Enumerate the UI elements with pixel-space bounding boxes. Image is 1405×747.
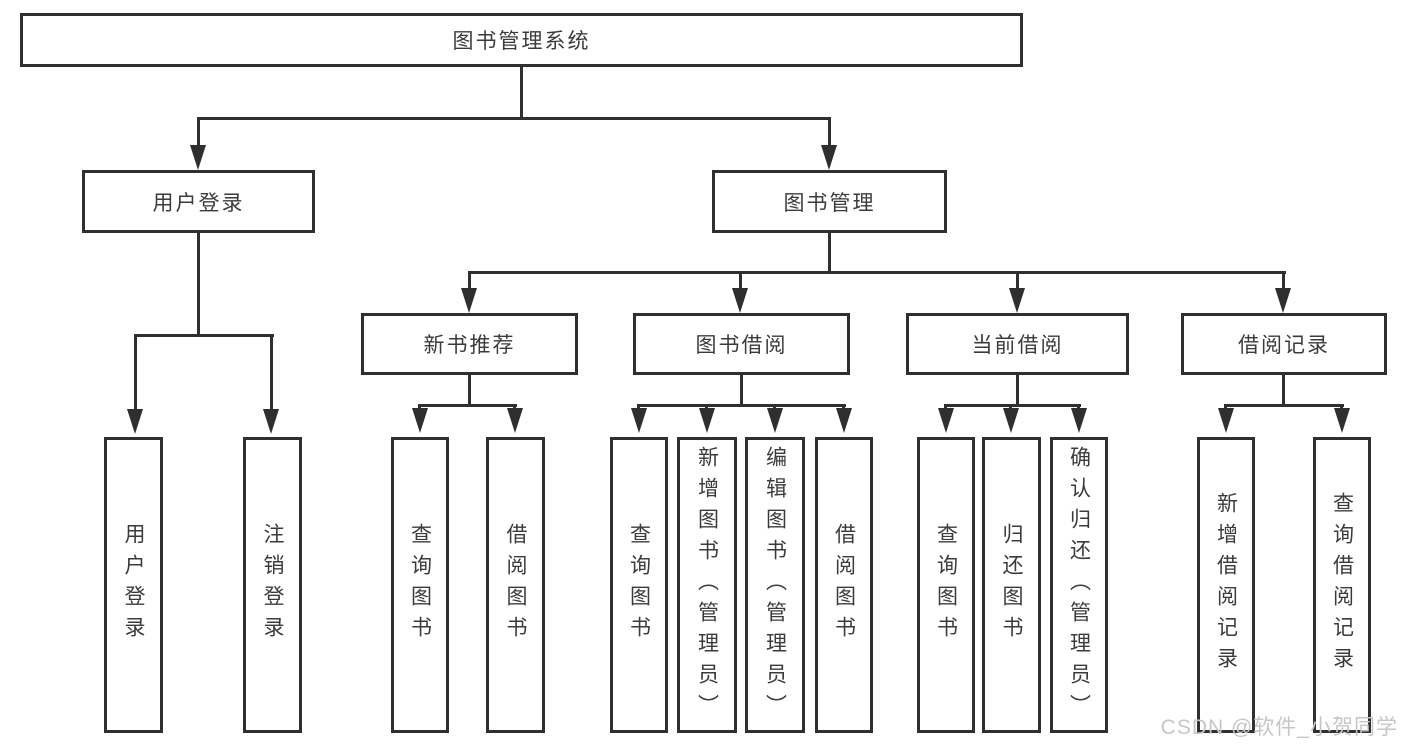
connector-borrowing-records-stem [1282, 375, 1285, 406]
node-label: 新书推荐 [423, 334, 516, 357]
node-label: 图书管理系统 [452, 30, 591, 53]
arrowhead-cb-return [1003, 408, 1019, 433]
node-label: 借阅图书 [832, 523, 856, 647]
arrowhead-br-query [1334, 408, 1350, 433]
node-label: 用户登录 [122, 523, 145, 647]
arrowhead-leaf-user-login [127, 409, 143, 434]
connector-bb-hbar [637, 404, 846, 407]
connector-stem-new-book-rec [468, 274, 471, 290]
node-label: 编辑图书（管理员） [763, 445, 787, 725]
node-bb-borrow-books: 借阅图书 [815, 437, 873, 733]
connector-cb-hbar [944, 404, 1081, 407]
arrowhead-cb-confirm [1071, 408, 1087, 433]
arrowhead-rec-borrow [507, 408, 523, 433]
connector-current-borrowing-stem [1016, 375, 1019, 406]
arrowhead-leaf-logout [263, 409, 279, 434]
node-label: 图书管理 [783, 191, 876, 215]
connector-level2-hbar [197, 117, 831, 120]
node-user-login: 用户登录 [82, 170, 315, 233]
connector-level3-hbar [468, 271, 1286, 274]
node-book-management: 图书管理 [712, 170, 947, 233]
node-label: 图书借阅 [695, 334, 788, 357]
node-br-query-record: 查询借阅记录 [1313, 437, 1371, 733]
arrowhead-bb-borrow [836, 408, 852, 433]
node-new-book-recommendation: 新书推荐 [361, 313, 578, 375]
connector-book-management-stem [828, 233, 831, 271]
node-label: 查询图书 [934, 523, 958, 647]
arrowhead-user-login [190, 145, 206, 170]
node-borrowing-records: 借阅记录 [1181, 313, 1387, 375]
node-rec-query-books: 查询图书 [391, 437, 449, 733]
node-bb-query-books: 查询图书 [610, 437, 668, 733]
node-label: 确认归还（管理员） [1067, 445, 1091, 725]
arrowhead-borrowing-records [1275, 288, 1291, 313]
node-cb-return-books: 归还图书 [982, 437, 1041, 733]
arrowhead-rec-query [412, 408, 428, 433]
node-label: 归还图书 [1000, 523, 1023, 647]
connector-stem-current-borrowing [1016, 274, 1019, 290]
arrowhead-bb-add [699, 408, 715, 433]
node-current-borrowing: 当前借阅 [906, 313, 1129, 375]
connector-rec-hbar [418, 404, 517, 407]
node-leaf-logout: 注销登录 [243, 437, 302, 733]
node-cb-query-books: 查询图书 [917, 437, 975, 733]
connector-stem-book-management [828, 120, 831, 148]
connector-user-login-hbar [134, 334, 274, 337]
node-label: 新增借阅记录 [1214, 492, 1238, 678]
node-leaf-user-login: 用户登录 [104, 437, 163, 733]
connector-new-book-rec-stem [468, 375, 471, 406]
node-label: 注销登录 [261, 523, 284, 647]
arrowhead-new-book-rec [461, 288, 477, 313]
node-label: 当前借阅 [971, 334, 1064, 357]
node-root-library-management-system: 图书管理系统 [20, 13, 1023, 67]
connector-stem-leaf-user-login [134, 337, 137, 411]
connector-stem-user-login [197, 120, 200, 148]
arrowhead-cb-query [938, 408, 954, 433]
node-label: 借阅记录 [1238, 334, 1330, 357]
node-label: 查询图书 [627, 523, 651, 647]
node-rec-borrow-books: 借阅图书 [486, 437, 545, 733]
connector-stem-borrowing-records [1282, 274, 1285, 290]
node-cb-confirm-return-admin: 确认归还（管理员） [1050, 437, 1108, 733]
node-br-add-record: 新增借阅记录 [1197, 437, 1255, 733]
arrowhead-book-borrowing [732, 288, 748, 313]
connector-stem-book-borrowing [739, 274, 742, 290]
node-bb-add-books-admin: 新增图书（管理员） [677, 437, 737, 733]
node-book-borrowing: 图书借阅 [633, 313, 850, 375]
connector-stem-leaf-logout [270, 337, 273, 411]
connector-user-login-stem [197, 233, 200, 335]
arrowhead-book-management [821, 145, 837, 170]
node-label: 借阅图书 [504, 523, 527, 647]
arrowhead-bb-query [631, 408, 647, 433]
connector-root-stem [520, 67, 523, 117]
node-bb-edit-books-admin: 编辑图书（管理员） [745, 437, 805, 733]
node-label: 用户登录 [152, 191, 245, 215]
connector-book-borrowing-stem [740, 375, 743, 406]
connector-br-hbar [1224, 404, 1344, 407]
node-label: 查询借阅记录 [1330, 492, 1354, 678]
node-label: 查询图书 [408, 523, 432, 647]
node-label: 新增图书（管理员） [695, 445, 719, 725]
arrowhead-bb-edit [767, 408, 783, 433]
arrowhead-br-add [1218, 408, 1234, 433]
arrowhead-current-borrowing [1009, 288, 1025, 313]
